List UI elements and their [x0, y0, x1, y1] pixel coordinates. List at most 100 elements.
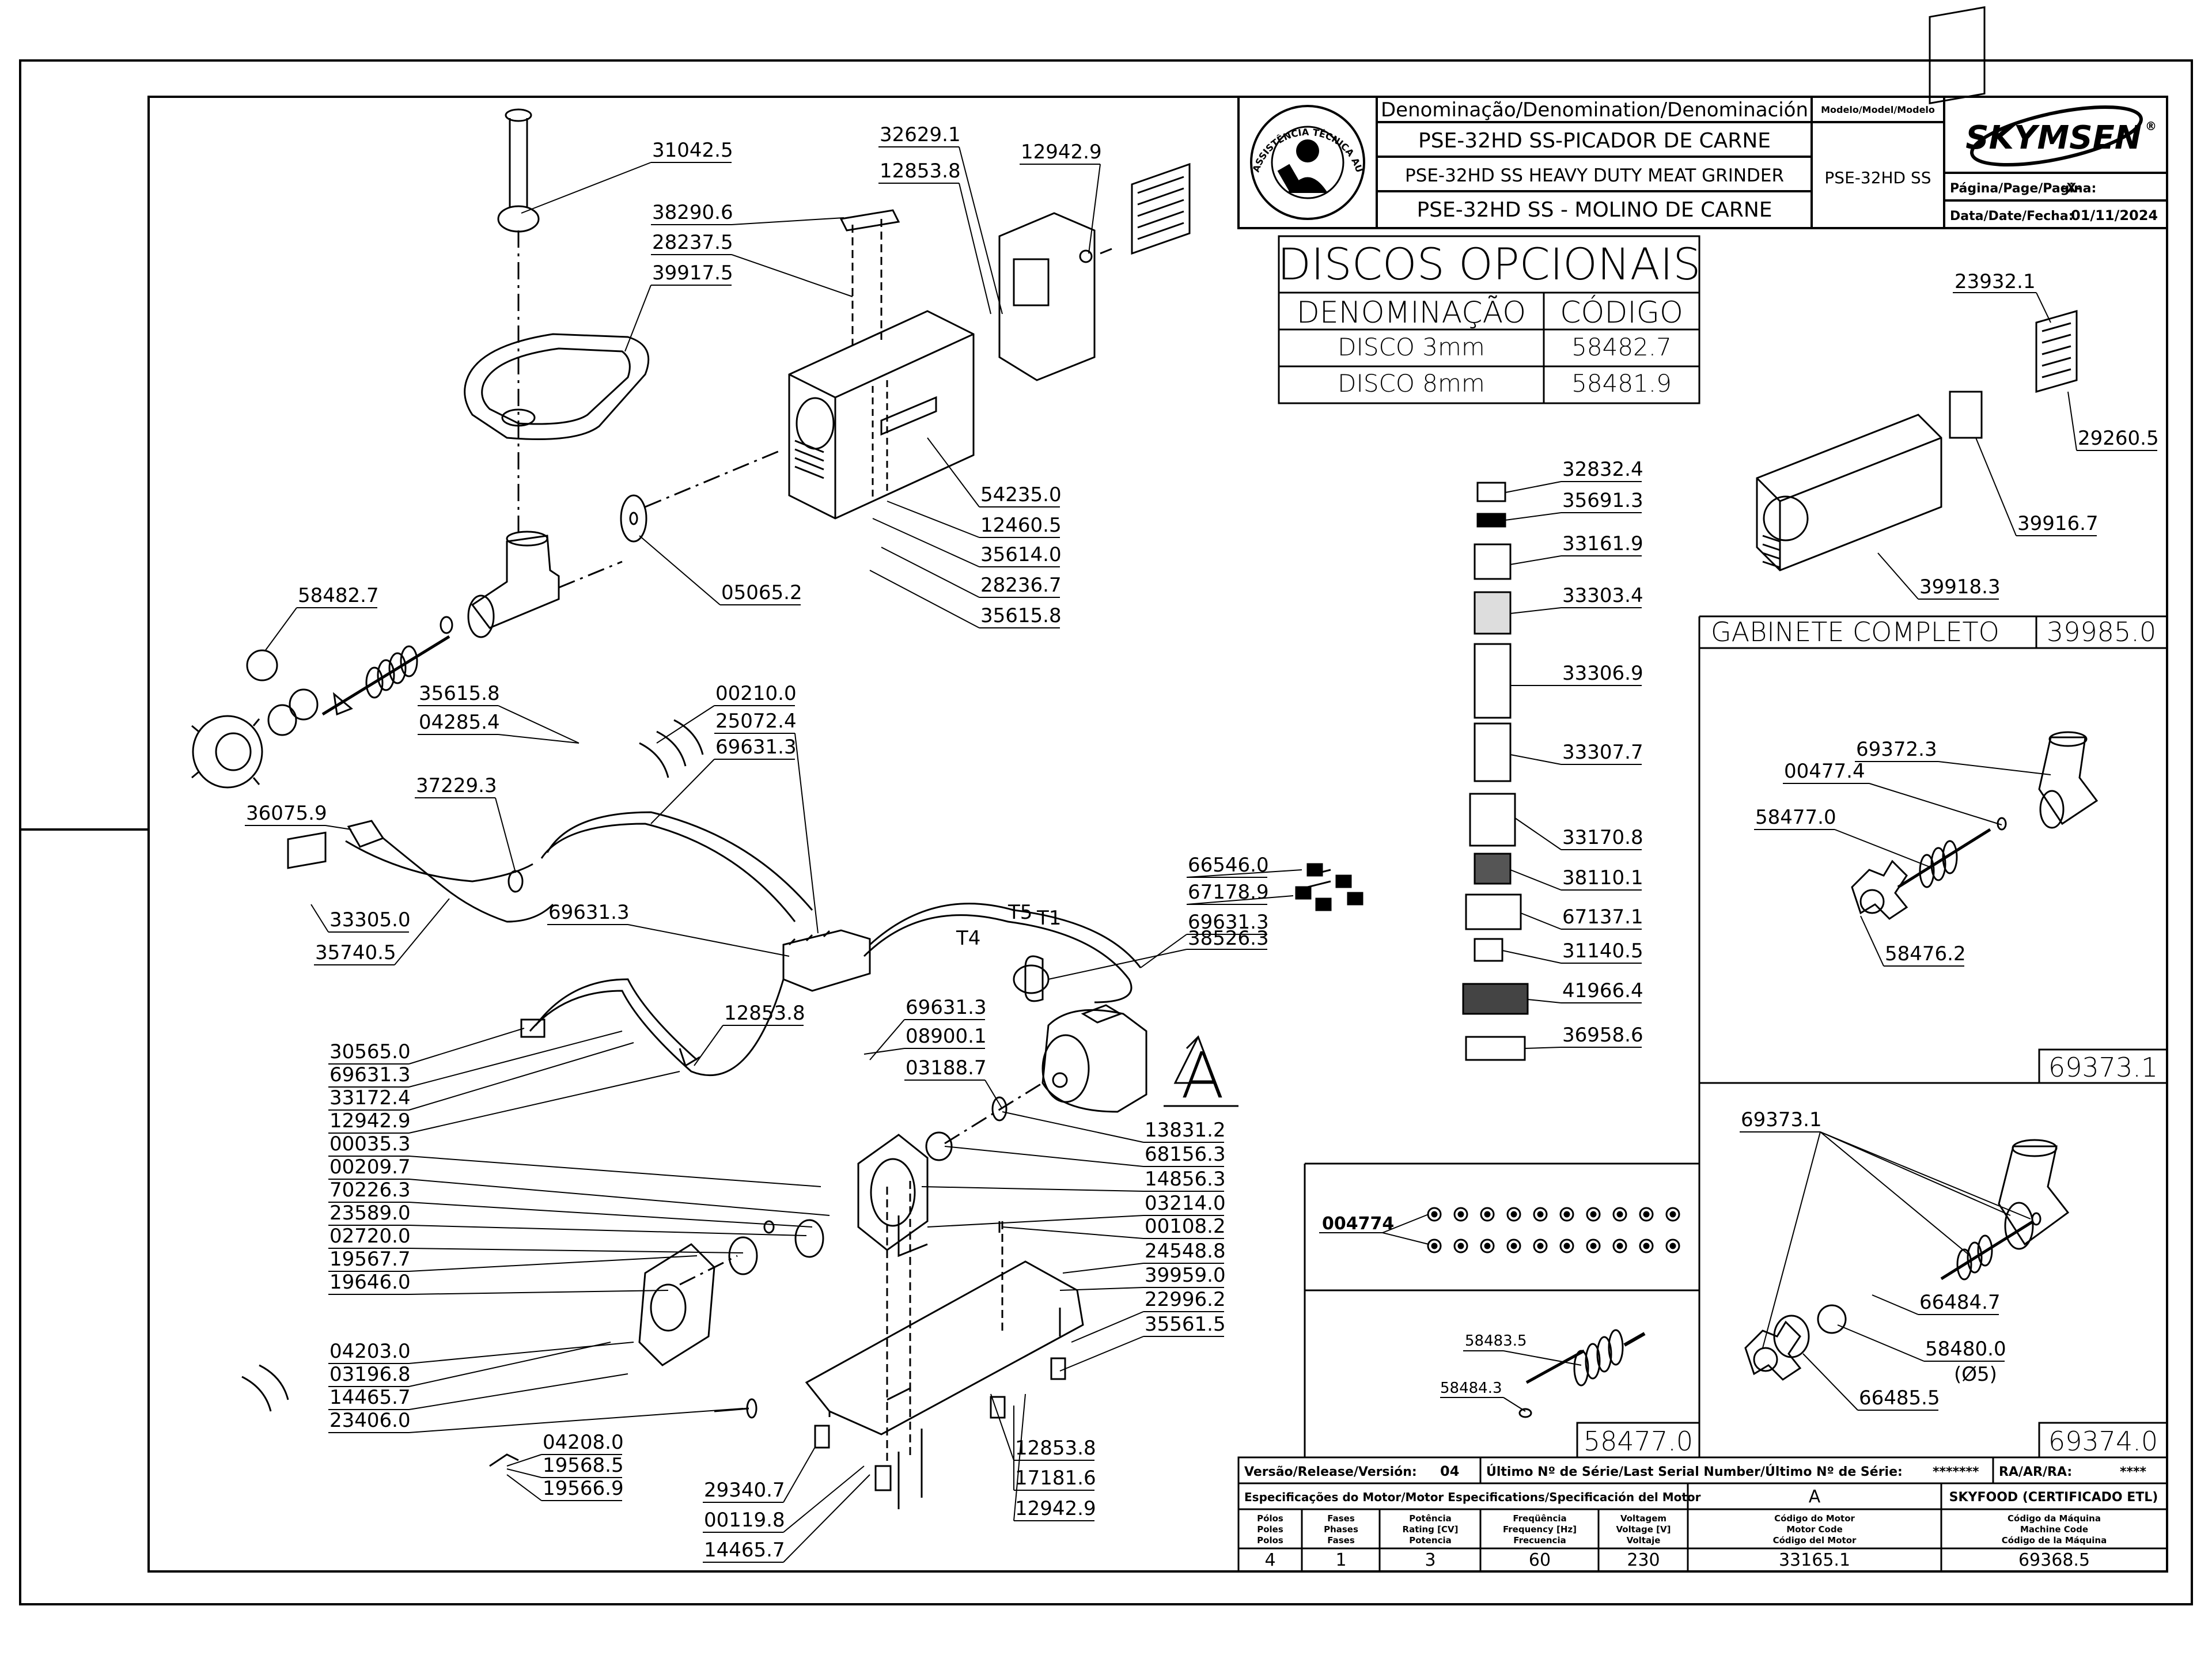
- spec-column-header: Motor Code: [1786, 1524, 1843, 1535]
- main-assembly-drawing: [191, 108, 1363, 1509]
- nut-icon: [1586, 1207, 1601, 1222]
- grinder-head-leaders: [1740, 761, 2051, 1411]
- discs-col-code: CÓDIGO: [1560, 294, 1683, 330]
- cabinet-housing-drawing: [1756, 6, 2078, 571]
- part-label: 35615.8: [980, 604, 1062, 627]
- part-label: 08900.1: [906, 1025, 987, 1048]
- part-label: 22996.2: [1145, 1288, 1226, 1311]
- nut-icon: [1559, 1238, 1574, 1253]
- part-label: 23589.0: [329, 1202, 411, 1225]
- part-label: 66546.0: [1188, 854, 1269, 877]
- part-label: 70226.3: [329, 1179, 411, 1202]
- part-label: 58480.0: [1925, 1338, 2006, 1361]
- part-label: 67137.1: [1562, 906, 1643, 929]
- spec-table-grid: [1237, 1456, 2168, 1573]
- spec-column-header: Fases: [1327, 1535, 1355, 1546]
- disc-row-name: DISCO 8mm: [1338, 369, 1485, 397]
- part-label: 19568.5: [543, 1454, 624, 1477]
- part-label: 04203.0: [329, 1340, 411, 1363]
- nut-icon: [1453, 1207, 1468, 1222]
- denomination-header: Denominação/Denomination/Denominación: [1381, 99, 1808, 122]
- part-label: 12942.9: [1015, 1497, 1096, 1520]
- part-label: 58476.2: [1885, 942, 1966, 965]
- part-label: 69631.3: [548, 901, 630, 924]
- spec-column-value: 3: [1425, 1550, 1435, 1570]
- part-label: 03214.0: [1145, 1192, 1226, 1215]
- nut-icon: [1612, 1207, 1627, 1222]
- spec-column-header: Fases: [1327, 1513, 1355, 1524]
- part-label: 13831.2: [1145, 1119, 1226, 1142]
- part-label: 23932.1: [1955, 270, 2036, 293]
- spec-column-header: Código de la Máquina: [2002, 1535, 2107, 1546]
- part-label: 33305.0: [329, 908, 411, 931]
- spec-column-value: 4: [1264, 1550, 1275, 1570]
- skymsen-logo: SKYMSEN ®: [1965, 105, 2157, 167]
- name-pt: PSE-32HD SS-PICADOR DE CARNE: [1418, 129, 1771, 153]
- part-label: 29340.7: [704, 1479, 785, 1502]
- nut-icon: [1559, 1207, 1574, 1222]
- part-label: 23406.0: [329, 1409, 411, 1432]
- detail-letter: A: [1181, 1039, 1224, 1112]
- version-value: 04: [1440, 1463, 1459, 1479]
- nut-icon: [1480, 1207, 1495, 1222]
- part-label: 38290.6: [652, 201, 733, 224]
- auger-detail-drawing: [1440, 1329, 1646, 1418]
- part-label: 28237.5: [652, 231, 733, 254]
- cabinet-code: 39985.0: [2047, 616, 2156, 647]
- part-label: 58477.0: [1755, 806, 1836, 829]
- part-label: 19567.7: [329, 1248, 411, 1271]
- model-label: Modelo/Model/Modelo: [1821, 104, 1935, 115]
- part-label: 35740.5: [315, 941, 396, 964]
- part-label: 69631.3: [715, 736, 797, 759]
- part-label: 00209.7: [329, 1156, 411, 1179]
- spec-column-header: Pólos: [1257, 1513, 1283, 1524]
- part-label: 12942.9: [329, 1109, 411, 1132]
- part-label: 28236.7: [980, 574, 1062, 597]
- part-label: 30565.0: [329, 1040, 411, 1063]
- spec-column-value: 33165.1: [1779, 1550, 1850, 1570]
- nut-kit-code: 004774: [1322, 1214, 1394, 1234]
- part-label: 35614.0: [980, 543, 1062, 566]
- spec-column-header: Código da Máquina: [2008, 1513, 2101, 1524]
- spec-column-header: Potencia: [1409, 1535, 1451, 1546]
- part-label: 19566.9: [543, 1477, 624, 1500]
- svg-text:®: ®: [2145, 119, 2157, 133]
- part-label: 33303.4: [1562, 584, 1643, 607]
- part-label: 31140.5: [1562, 940, 1643, 963]
- part-label: 69372.3: [1856, 738, 1937, 761]
- discs-title: DISCOS OPCIONAIS: [1278, 238, 1701, 290]
- part-label: 14465.7: [704, 1539, 785, 1562]
- assembly-code: 69374.0: [2048, 1426, 2158, 1457]
- part-label: 66485.5: [1859, 1387, 1940, 1410]
- spec-column-value: 60: [1529, 1550, 1551, 1570]
- spec-column-value: 69368.5: [2018, 1550, 2090, 1570]
- motor-spec-label: Especificações do Motor/Motor Especifica…: [1244, 1490, 1701, 1504]
- spec-column-value: 230: [1627, 1550, 1660, 1570]
- nut-icon: [1506, 1207, 1521, 1222]
- part-label: 12853.8: [880, 160, 961, 183]
- part-label: 39916.7: [2017, 512, 2099, 535]
- part-label: 12942.9: [1021, 141, 1102, 164]
- spec-column-header: Potência: [1409, 1513, 1451, 1524]
- spec-column-header: Freqüência: [1513, 1513, 1566, 1524]
- part-label: 03188.7: [906, 1056, 987, 1080]
- spec-column-header: Phases: [1324, 1524, 1358, 1535]
- nut-icon: [1586, 1238, 1601, 1253]
- optional-discs-table: [1278, 235, 1700, 404]
- version-label: Versão/Release/Versión:: [1244, 1465, 1417, 1479]
- part-label: 39918.3: [1919, 575, 2001, 599]
- part-label: 29260.5: [2078, 427, 2159, 450]
- part-label: 02720.0: [329, 1225, 411, 1248]
- sticker-leaders: [1502, 481, 1642, 1049]
- spec-column-value: 1: [1335, 1550, 1346, 1570]
- part-label: 54235.0: [980, 483, 1062, 506]
- terminal-label: T5: [1007, 901, 1032, 924]
- spec-column-header: Poles: [1257, 1524, 1283, 1535]
- part-label: 69631.3: [906, 996, 987, 1019]
- part-label: 38110.1: [1562, 866, 1643, 889]
- part-label: 00119.8: [704, 1509, 785, 1532]
- model-value: PSE-32HD SS: [1824, 168, 1931, 187]
- spec-column-header: Frecuencia: [1513, 1535, 1566, 1546]
- part-label: 37229.3: [416, 774, 497, 797]
